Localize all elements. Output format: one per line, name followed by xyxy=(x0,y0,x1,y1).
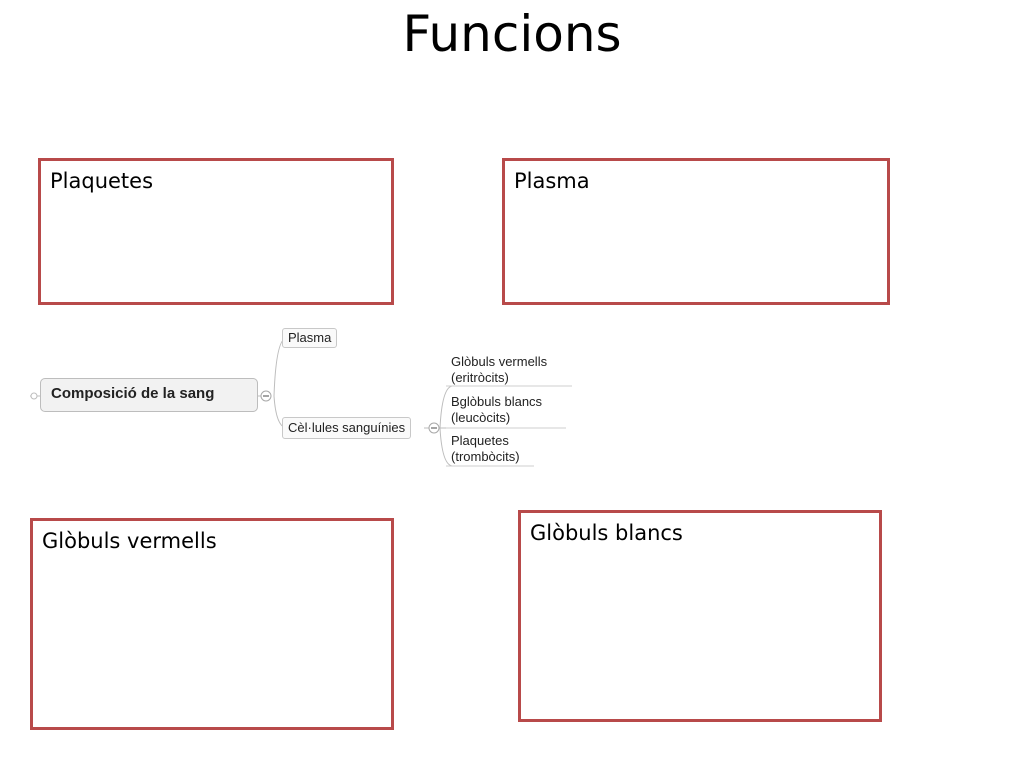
mind-map: Composició de la sang Plasma Cèl·lules s… xyxy=(0,318,620,478)
root-stub-dot xyxy=(30,392,38,400)
leaf-2-line-2: (leucòcits) xyxy=(451,410,511,425)
leaf-2-line-1: Bglòbuls blancs xyxy=(451,394,543,409)
plaquetes-box[interactable]: Plaquetes xyxy=(38,158,394,305)
leaf-1-line-1: Glòbuls vermells xyxy=(451,354,548,369)
leaf-3-line-2: (trombòcits) xyxy=(451,449,520,464)
globuls-blancs-box[interactable]: Glòbuls blancs xyxy=(518,510,882,722)
connector-cells-leaf-1 xyxy=(439,385,453,429)
connector-cells-leaf-3 xyxy=(439,427,453,467)
mind-map-leaf-plaquetes[interactable]: Plaquetes (trombòcits) xyxy=(451,433,520,465)
leaf-1-line-2: (eritròcits) xyxy=(451,370,509,385)
page-title: Funcions xyxy=(402,5,622,63)
mind-map-root-node[interactable]: Composició de la sang xyxy=(40,378,258,412)
leaf-3-line-1: Plaquetes xyxy=(451,433,509,448)
mind-map-plasma-node[interactable]: Plasma xyxy=(282,328,338,348)
mind-map-leaf-globuls-vermells[interactable]: Glòbuls vermells (eritròcits) xyxy=(451,354,547,386)
plasma-box[interactable]: Plasma xyxy=(502,158,890,305)
globuls-vermells-label: Glòbuls vermells xyxy=(42,529,217,553)
mind-map-cells-node[interactable]: Cèl·lules sanguínies xyxy=(282,417,412,439)
mind-map-connectors xyxy=(30,337,572,467)
globuls-blancs-label: Glòbuls blancs xyxy=(530,521,683,545)
mind-map-leaf-globuls-blancs[interactable]: Bglòbuls blancs (leucòcits) xyxy=(451,394,542,426)
plaquetes-label: Plaquetes xyxy=(50,169,154,193)
globuls-vermells-box[interactable]: Glòbuls vermells xyxy=(30,518,394,730)
plasma-label: Plasma xyxy=(514,169,590,193)
